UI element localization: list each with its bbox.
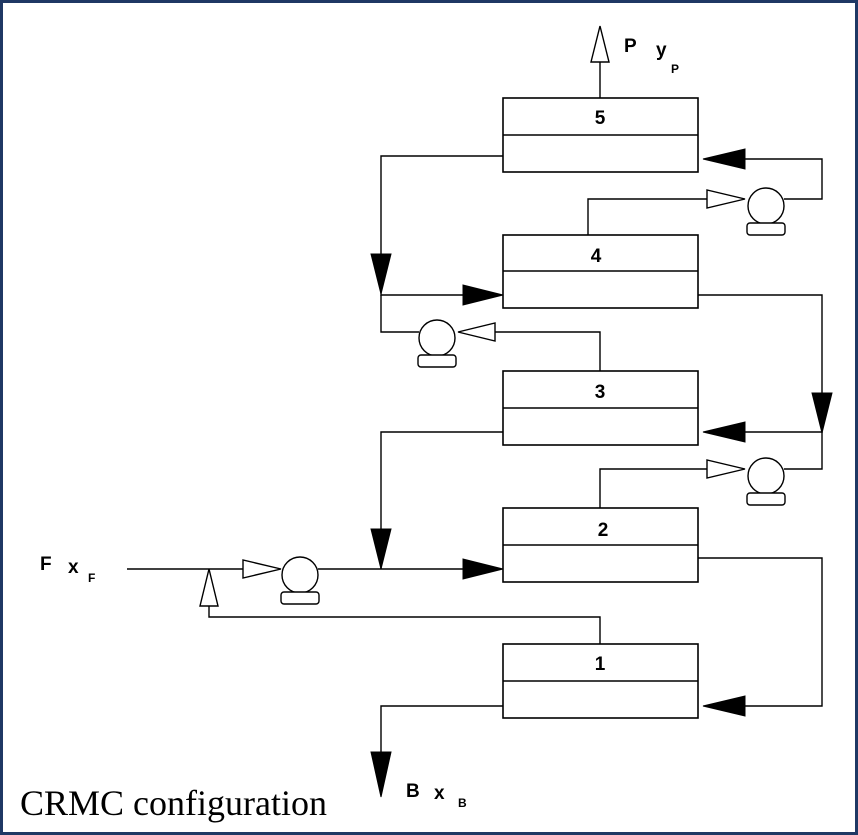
bottoms-line [380, 705, 503, 760]
recycle-stream [199, 568, 601, 644]
pump-c-discharge-line [784, 432, 823, 470]
recycle-line [208, 604, 601, 644]
pump-d-base [280, 591, 320, 605]
pump-c [599, 432, 823, 508]
right-arrow-icon [462, 558, 504, 580]
pump-b-icon [418, 319, 456, 357]
stage-3: 3 [502, 370, 699, 446]
left-arrow-icon [702, 148, 746, 170]
stream-2-to-1 [698, 557, 823, 717]
down-arrow-icon [811, 392, 833, 434]
bottoms-comp: x [434, 783, 445, 804]
feed-sub: F [88, 571, 95, 585]
stream-5-to-4-line [380, 155, 503, 296]
feed-comp: x [68, 557, 79, 578]
stage-2-label: 2 [598, 520, 609, 541]
stage-3-label: 3 [595, 382, 606, 403]
stream-4-to-3 [698, 294, 833, 443]
right-arrow-icon [462, 284, 504, 306]
stage-1-label: 1 [595, 654, 606, 675]
product-arrow-icon [590, 25, 610, 63]
stream-3-to-2 [370, 431, 503, 570]
pump-a-suction-line [587, 198, 710, 235]
pump-b-base [417, 354, 457, 368]
down-arrow-icon [370, 253, 392, 295]
pump-a-base [746, 222, 786, 236]
product-stream: P y P [590, 25, 679, 98]
left-arrow-icon [702, 421, 746, 443]
bottoms-stream: B x B [370, 705, 503, 810]
pump-a-icon [747, 187, 785, 225]
stage-4-label: 4 [591, 246, 602, 267]
caption: CRMC configuration [20, 783, 327, 823]
stage-5: 5 [502, 97, 699, 173]
stage-4: 4 [502, 234, 699, 309]
stream-4-to-3-line [698, 294, 823, 433]
bottoms-sub: B [458, 796, 467, 810]
pump-d-icon [281, 556, 319, 594]
product-sub: P [671, 62, 679, 76]
pump-d-inlet-arrow-icon [242, 559, 282, 579]
pump-a-discharge-line [745, 158, 823, 200]
bottoms-name: B [406, 781, 420, 802]
recycle-arrow-icon [199, 568, 219, 607]
product-name: P [624, 36, 637, 57]
stream-3-to-2-line [380, 431, 503, 569]
pump-c-suction-line [599, 468, 710, 508]
stream-2-to-1-line [698, 557, 823, 707]
pump-b-inlet-arrow-icon [457, 322, 496, 342]
pump-c-base [746, 492, 786, 506]
pump-a-inlet-arrow-icon [706, 189, 746, 209]
feed-stream: F x F [40, 554, 504, 605]
down-arrow-icon [370, 528, 392, 570]
pump-c-icon [747, 457, 785, 495]
feed-name: F [40, 554, 52, 575]
pump-b-discharge-line [380, 295, 419, 333]
stage-2: 2 [502, 507, 699, 583]
pump-b-suction-line [495, 331, 601, 371]
left-arrow-icon [702, 695, 746, 717]
product-comp: y [656, 40, 667, 61]
pump-a [587, 148, 823, 236]
stage-1: 1 [502, 643, 699, 719]
bottoms-arrow-icon [370, 751, 392, 798]
stage-5-label: 5 [595, 108, 606, 129]
stream-5-to-4 [370, 155, 504, 306]
pump-b [380, 295, 601, 371]
pump-c-inlet-arrow-icon [706, 459, 746, 479]
